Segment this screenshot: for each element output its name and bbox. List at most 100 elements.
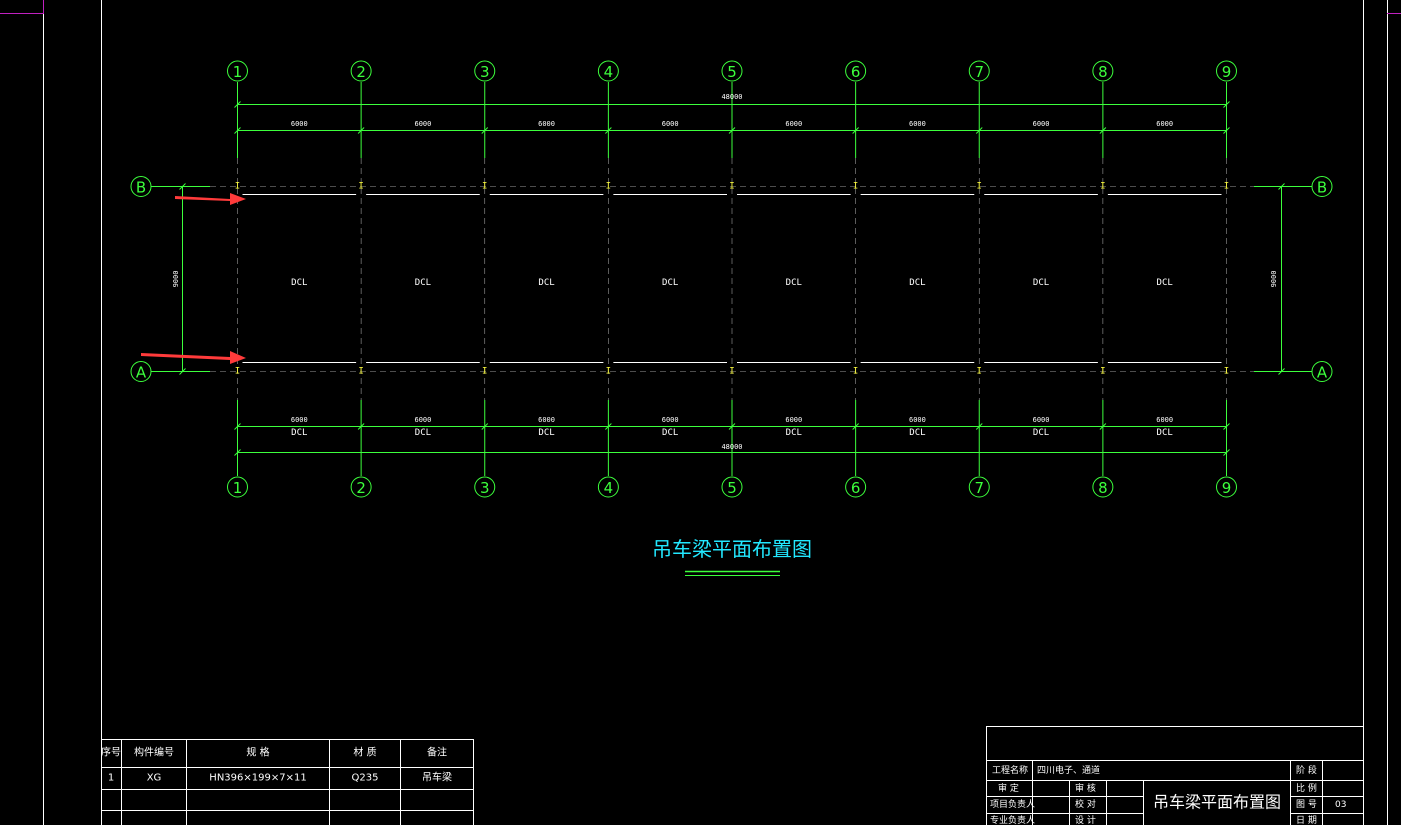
title-block-text: 工程名称 四川电子、通道 审 定 审 核 项目负责人 校 对 专业负责人 设 计…	[990, 764, 1346, 825]
dim-bay-top-text: 6000	[662, 120, 679, 128]
beam-label-bottom: DCL	[1033, 428, 1049, 438]
grid-bubble-top-circle	[968, 60, 990, 82]
drawing-title: 吊车梁平面布置图	[652, 537, 812, 561]
column-mark: I	[606, 182, 611, 192]
tb-scale-label: 比 例	[1296, 782, 1317, 794]
tb-project-lead-label: 项目负责人	[990, 798, 1035, 810]
beam-label-bottom: DCL	[538, 428, 554, 438]
tb-project-name-value: 四川电子、通道	[1037, 764, 1100, 776]
grid-bubble-bottom-circle	[968, 476, 990, 498]
grid-bubble-top-label: 9	[1222, 63, 1232, 81]
column-mark: I	[482, 367, 487, 377]
dim-tick	[234, 101, 241, 108]
grid-bubble-bottom-circle	[845, 476, 867, 498]
tb-review-label: 审 核	[1075, 782, 1096, 794]
beam-label-bottom: DCL	[415, 428, 431, 438]
grid-bubble-bottom-label: 2	[356, 479, 366, 497]
dim-bay-bottom-text: 6000	[1156, 416, 1173, 424]
parts-cell: HN396×199×7×11	[209, 773, 306, 784]
column-mark: I	[235, 182, 240, 192]
grid-bubble-bottom-circle	[1092, 476, 1114, 498]
title-block-border	[986, 726, 1364, 825]
dim-tick	[1278, 183, 1285, 190]
beam-label-center: DCL	[909, 278, 925, 288]
dim-bay-top-text: 6000	[909, 120, 926, 128]
beam-label-center: DCL	[538, 278, 554, 288]
grid-bubble-top-circle	[1092, 60, 1114, 82]
dim-bay-bottom-text: 6000	[291, 416, 308, 424]
beam-label-bottom: DCL	[786, 428, 802, 438]
parts-table	[101, 739, 474, 825]
dim-tick	[728, 127, 736, 134]
dim-tick	[1099, 423, 1107, 430]
grid-bubble-top-label: 3	[480, 63, 490, 81]
beam-label-bottom: DCL	[662, 428, 678, 438]
dim-tick	[1223, 127, 1230, 134]
dim-bay-bottom-text: 6000	[1033, 416, 1050, 424]
grid-bubble-bottom-circle	[474, 476, 496, 498]
dim-bay-top-text: 6000	[1033, 120, 1050, 128]
grid-bubble-top-label: 2	[356, 63, 366, 81]
grid-bubble-bottom-label: 4	[604, 479, 614, 497]
corner-marks	[0, 0, 1401, 14]
grid-layer: 112233445566778899480004800060006000DCLD…	[130, 60, 1333, 498]
grid-bubble-top-label: 8	[1098, 63, 1108, 81]
dim-bay-top-text: 6000	[415, 120, 432, 128]
grid-bubble-bottom-circle	[350, 476, 372, 498]
dim-tick	[357, 127, 365, 134]
red-arrow-upper	[175, 193, 246, 205]
beam-label-bottom: DCL	[291, 428, 307, 438]
column-mark: I	[977, 182, 982, 192]
dim-tick	[605, 127, 612, 134]
column-mark: I	[1224, 182, 1229, 192]
grid-bubble-top-circle	[227, 60, 248, 82]
dim-bay-bottom-text: 6000	[909, 416, 926, 424]
grid-bubble-bottom-label: 7	[974, 479, 984, 497]
parts-header-id: 构件编号	[134, 746, 174, 759]
dim-total-top-text: 48000	[721, 93, 742, 101]
dim-row-left-text: 9000	[172, 271, 180, 288]
dim-bay-bottom-text: 6000	[415, 416, 432, 424]
title-block	[986, 726, 1364, 825]
dim-bay-top-text: 6000	[291, 120, 308, 128]
parts-header-remark: 备注	[427, 746, 447, 759]
column-mark: I	[1224, 367, 1229, 377]
column-mark: I	[1100, 367, 1105, 377]
grid-bubble-top-label: 4	[604, 63, 614, 81]
grid-bubble-left-label: B	[136, 179, 146, 197]
parts-table-border	[101, 739, 474, 825]
tb-design-label: 设 计	[1075, 814, 1096, 825]
dim-bay-bottom-text: 6000	[662, 416, 679, 424]
column-mark: I	[729, 182, 734, 192]
parts-cell: XG	[147, 773, 162, 784]
beam-label-bottom: DCL	[1157, 428, 1173, 438]
grid-bubble-top-circle	[721, 60, 743, 82]
grid-bubble-left-label: A	[136, 364, 147, 382]
dim-bay-bottom-text: 6000	[538, 416, 555, 424]
tb-approve-label: 审 定	[998, 782, 1019, 794]
dim-tick	[1223, 423, 1230, 430]
column-mark: I	[482, 182, 487, 192]
grid-bubble-top-circle	[597, 60, 619, 82]
grid-bubble-top-circle	[1216, 60, 1237, 82]
column-mark: I	[729, 367, 734, 377]
tb-drawing-name: 吊车梁平面布置图	[1153, 793, 1281, 812]
tb-stage-label: 阶 段	[1296, 764, 1317, 776]
column-mark: I	[606, 367, 611, 377]
parts-header-material: 材 质	[353, 746, 376, 759]
grid-bubble-bottom-label: 9	[1222, 479, 1232, 497]
grid-bubble-bottom-label: 1	[233, 479, 243, 497]
parts-header-seq: 序号	[101, 746, 121, 759]
dim-tick	[728, 423, 736, 430]
dim-tick	[234, 423, 241, 430]
dim-bay-top-text: 6000	[785, 120, 802, 128]
parts-table-text: 序号 构件编号 规 格 材 质 备注 1 XG HN396×199×7×11 Q…	[101, 746, 452, 784]
dim-tick	[605, 423, 612, 430]
beam-label-center: DCL	[1033, 278, 1049, 288]
dim-tick	[1099, 127, 1107, 134]
dim-total-bottom-text: 48000	[721, 443, 742, 451]
grid-bubble-top-label: 1	[233, 63, 243, 81]
grid-bubble-top-label: 5	[727, 63, 737, 81]
tb-discipline-lead-label: 专业负责人	[990, 814, 1035, 825]
